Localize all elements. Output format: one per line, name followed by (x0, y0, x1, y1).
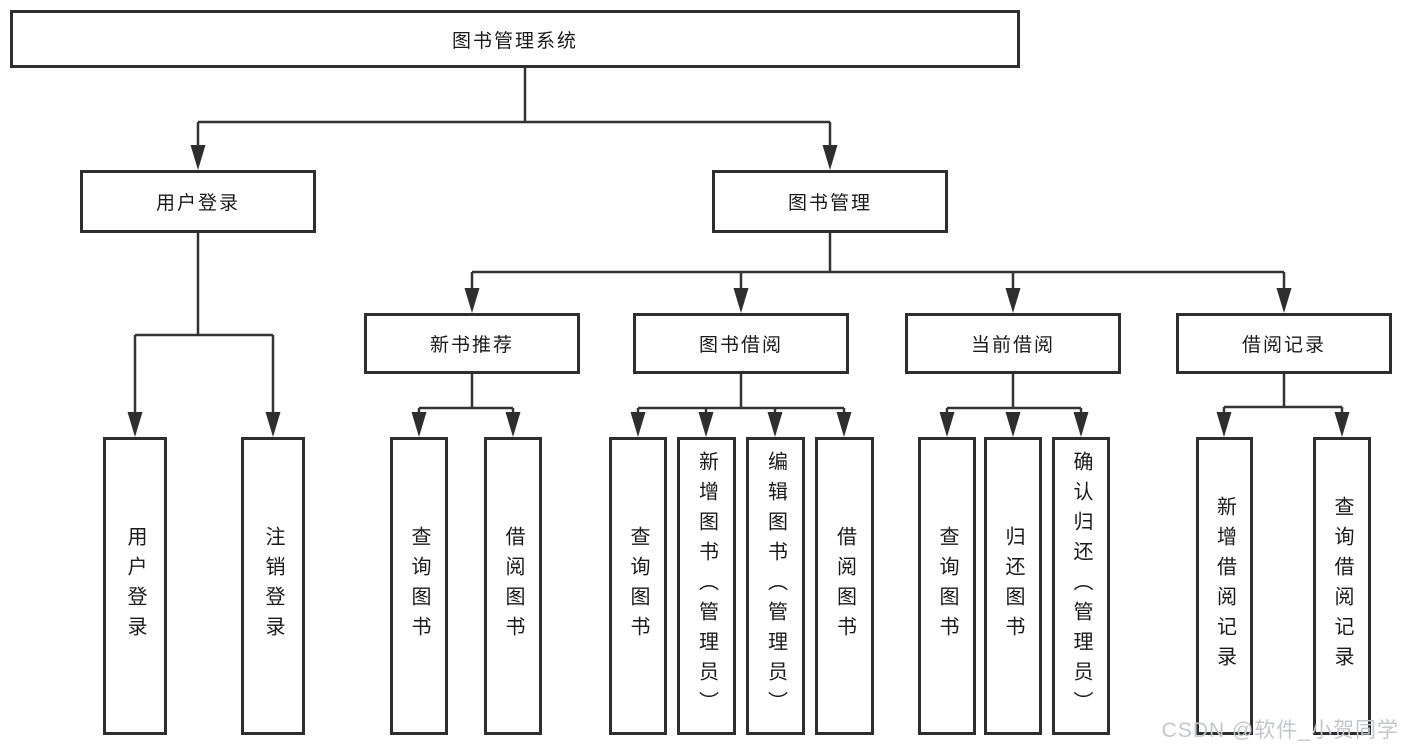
node-leaf-query-book-2-label: 查询图书 (627, 526, 649, 646)
node-leaf-user-login-label: 用户登录 (124, 526, 146, 646)
node-root-label: 图书管理系统 (451, 30, 578, 52)
node-current-borrowing-label: 当前借阅 (970, 335, 1055, 356)
node-leaf-query-borrow-record: 查询借阅记录 (1313, 437, 1371, 735)
node-current-borrowing: 当前借阅 (905, 313, 1121, 374)
node-leaf-query-book-2: 查询图书 (609, 437, 667, 735)
node-leaf-edit-book-admin: 编辑图书（管理员） (746, 437, 805, 735)
node-book-borrowing: 图书借阅 (633, 313, 849, 374)
node-leaf-logout: 注销登录 (241, 437, 305, 735)
node-new-book-recommend-label: 新书推荐 (429, 335, 514, 356)
node-book-management-label: 图书管理 (787, 193, 872, 214)
node-new-book-recommend: 新书推荐 (364, 313, 580, 374)
node-leaf-add-borrow-record-label: 新增借阅记录 (1213, 496, 1236, 676)
node-leaf-add-borrow-record: 新增借阅记录 (1196, 437, 1253, 735)
node-leaf-edit-book-admin-label: 编辑图书（管理员） (764, 451, 787, 721)
node-leaf-query-book-1-label: 查询图书 (408, 526, 430, 646)
node-leaf-return-book: 归还图书 (984, 437, 1042, 735)
node-leaf-query-book-3: 查询图书 (918, 437, 976, 735)
node-root: 图书管理系统 (10, 10, 1020, 68)
node-leaf-return-book-label: 归还图书 (1002, 526, 1024, 646)
node-user-login: 用户登录 (80, 170, 316, 233)
node-leaf-borrow-book-1: 借阅图书 (484, 437, 542, 735)
node-leaf-confirm-return-admin: 确认归还（管理员） (1052, 437, 1110, 735)
csdn-watermark: CSDN @软件_小贺同学 (1161, 719, 1399, 742)
arrowheads (127, 145, 1350, 437)
node-leaf-confirm-return-admin-label: 确认归还（管理员） (1070, 451, 1092, 721)
node-leaf-query-borrow-record-label: 查询借阅记录 (1331, 496, 1353, 676)
node-user-login-label: 用户登录 (155, 193, 240, 214)
node-borrowing-records: 借阅记录 (1176, 313, 1392, 374)
node-leaf-add-book-admin: 新增图书（管理员） (677, 437, 736, 735)
node-leaf-borrow-book-2: 借阅图书 (815, 437, 874, 735)
node-leaf-logout-label: 注销登录 (262, 526, 284, 646)
node-borrowing-records-label: 借阅记录 (1241, 335, 1326, 356)
node-book-management: 图书管理 (712, 170, 948, 233)
node-book-borrowing-label: 图书借阅 (698, 335, 783, 356)
node-leaf-user-login: 用户登录 (103, 437, 167, 735)
node-leaf-borrow-book-1-label: 借阅图书 (502, 526, 524, 646)
node-leaf-add-book-admin-label: 新增图书（管理员） (695, 451, 718, 721)
node-leaf-query-book-3-label: 查询图书 (936, 526, 958, 646)
node-leaf-query-book-1: 查询图书 (390, 437, 448, 735)
node-leaf-borrow-book-2-label: 借阅图书 (833, 526, 856, 646)
